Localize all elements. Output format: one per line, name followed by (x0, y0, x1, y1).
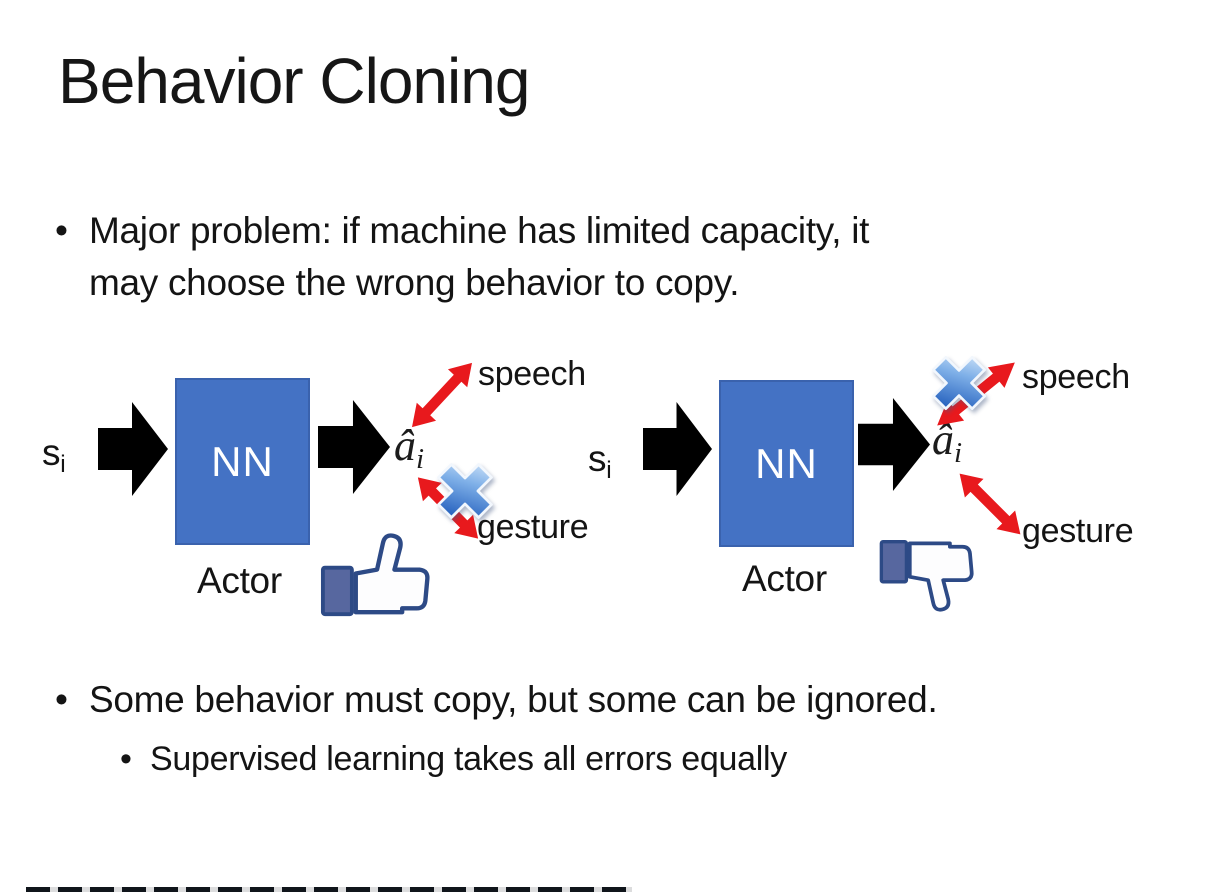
state-symbol: s (588, 438, 607, 479)
bullet-text: Some behavior must copy, but some can be… (89, 679, 938, 720)
right-speech-label: speech (1022, 358, 1130, 396)
action-subscript: i (416, 443, 425, 476)
bullet-line: Major problem: if machine has limited ca… (89, 210, 870, 251)
bullet-major-problem: • Major problem: if machine has limited … (55, 205, 869, 309)
bullet-some-behavior: • Some behavior must copy, but some can … (55, 676, 938, 724)
right-output-action-label: âi (932, 414, 962, 470)
action-subscript: i (954, 437, 963, 470)
cross-icon (437, 463, 493, 519)
left-input-state-label: si (42, 432, 66, 479)
cross-icon (931, 355, 987, 411)
left-actor-label: Actor (197, 560, 282, 601)
right-actor-label: Actor (742, 558, 827, 599)
action-symbol: â (932, 415, 954, 464)
block-arrow-icon (858, 397, 930, 492)
cutoff-text-strip (26, 887, 632, 892)
state-subscript: i (606, 456, 612, 484)
state-symbol: s (42, 432, 61, 473)
state-subscript: i (60, 450, 66, 478)
left-gesture-label: gesture (477, 508, 589, 546)
left-output-action-label: âi (394, 420, 424, 476)
block-arrow-icon (643, 402, 712, 496)
thumbs-down-icon (879, 540, 974, 612)
bullet-text: Major problem: if machine has limited ca… (89, 205, 869, 309)
double-arrow-gesture-icon (959, 473, 1021, 535)
left-speech-label: speech (478, 355, 586, 393)
left-nn-box: NN (175, 378, 310, 545)
thumbs-up-icon (320, 533, 430, 617)
nn-label: NN (211, 437, 274, 485)
bullet-marker: • (55, 679, 68, 720)
right-gesture-label: gesture (1022, 512, 1134, 550)
double-arrow-speech-icon (411, 362, 473, 428)
block-arrow-icon (98, 402, 168, 496)
right-nn-box: NN (719, 380, 854, 547)
page-title: Behavior Cloning (58, 45, 530, 117)
bullet-line: may choose the wrong behavior to copy. (89, 262, 740, 303)
bullet-text: Supervised learning takes all errors equ… (150, 740, 787, 778)
block-arrow-icon (318, 400, 390, 494)
bullet-supervised-learning: • Supervised learning takes all errors e… (120, 737, 787, 781)
action-symbol: â (394, 421, 416, 470)
nn-label: NN (755, 439, 818, 487)
bullet-marker: • (120, 740, 132, 778)
bullet-marker: • (55, 210, 68, 251)
right-input-state-label: si (588, 438, 612, 485)
